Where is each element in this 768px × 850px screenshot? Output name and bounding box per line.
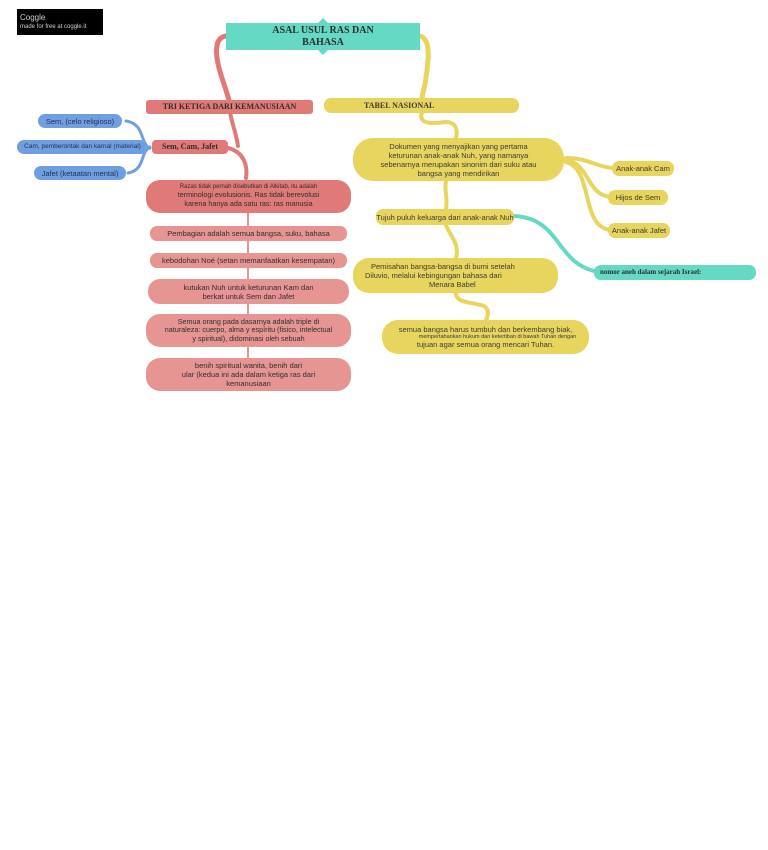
link-doc-jafet bbox=[564, 160, 612, 232]
right-node-odd-number[interactable]: nomor aneh dalam sejarah Israel: bbox=[594, 265, 756, 280]
badge-brand: Coggle bbox=[20, 13, 46, 22]
doc-line-1: Dokumen yang menyajikan yang pertama bbox=[389, 141, 528, 151]
left-node-curse[interactable]: kutukan Nuh untuk keturunan Kam dan berk… bbox=[148, 279, 349, 304]
link-sep-grow bbox=[454, 291, 490, 322]
odd-number-text: nomor aneh dalam sejarah Israel: bbox=[600, 268, 702, 277]
right-title-node[interactable]: TABEL NASIONAL bbox=[324, 98, 519, 113]
root-arrow-bottom bbox=[318, 50, 328, 55]
doc-line-4: bangsa yang mendirikan bbox=[417, 168, 500, 178]
root-line-2: BAHASA bbox=[302, 36, 344, 48]
races-line-2: terminologi evolusionis. Ras tidak berev… bbox=[177, 190, 320, 200]
coggle-badge[interactable]: Coggle made for free at coggle.it bbox=[17, 9, 103, 35]
right-child-jafet[interactable]: Anak-anak Jafet bbox=[608, 223, 670, 238]
right-title-text: TABEL NASIONAL bbox=[364, 100, 435, 110]
left-title-node[interactable]: TRI KETIGA DARI KEMANUSIAAN bbox=[146, 100, 313, 114]
division-text: Pembagian adalah semua bangsa, suku, bah… bbox=[167, 229, 330, 238]
seventy-text: Tujuh puluh keluarga dari anak-anak Nuh bbox=[376, 212, 514, 222]
sep-line-1: Pemisahan bangsa-bangsa di bumi setelah bbox=[371, 262, 515, 271]
triple-line-2: naturaleza: cuerpo, alma y espíritu (fis… bbox=[164, 325, 333, 335]
link-left-sub bbox=[228, 110, 240, 148]
child-jafet-text: Anak-anak Jafet bbox=[611, 226, 667, 235]
root-arrow-top bbox=[318, 18, 328, 23]
link-sub-n1 bbox=[226, 146, 249, 180]
seed-line-2: ular (kedua ini ada dalam ketiga ras dar… bbox=[181, 370, 316, 379]
blue-item-sem[interactable]: Sem, (celo religioso) bbox=[38, 114, 122, 128]
curse-line-1: kutukan Nuh untuk keturunan Kam dan bbox=[183, 282, 314, 292]
doc-line-2: keturunan anak-anak Nuh, yang namanya bbox=[388, 150, 529, 160]
blue-item-jafet-text: Jafet (ketaatan mental) bbox=[41, 168, 119, 178]
curse-line-2: berkat untuk Sem dan Jafet bbox=[202, 291, 295, 301]
left-node-triple[interactable]: Semua orang pada dasarnya adalah triple … bbox=[146, 314, 351, 347]
right-node-separation[interactable]: Pemisahan bangsa-bangsa di bumi setelah … bbox=[353, 258, 558, 293]
doc-line-3: sebenarnya merupakan sinonim dari suku a… bbox=[380, 159, 537, 169]
link-root-right bbox=[417, 33, 431, 107]
blue-item-jafet[interactable]: Jafet (ketaatan mental) bbox=[34, 166, 126, 180]
left-node-division[interactable]: Pembagian adalah semua bangsa, suku, bah… bbox=[150, 226, 347, 241]
triple-line-3: y spiritual), didominasi oleh sebuah bbox=[192, 333, 305, 343]
child-cam-text: Anak-anak Cam bbox=[616, 164, 670, 173]
seed-line-1: benih spiritual wanita, benih dari bbox=[194, 361, 303, 370]
races-line-1: Razas tidak pernah disebutkan di Alkitab… bbox=[179, 184, 318, 191]
left-sub-text: Sem, Cam, Jafet bbox=[162, 142, 218, 152]
sep-line-2: Diluvio, melalui kebingungan bahasa dari bbox=[365, 271, 502, 280]
root-node[interactable]: ASAL USUL RAS DAN BAHASA bbox=[226, 23, 420, 50]
root-line-1: ASAL USUL RAS DAN bbox=[272, 24, 374, 36]
left-sub-node[interactable]: Sem, Cam, Jafet bbox=[152, 140, 228, 154]
link-seventy-teal bbox=[512, 214, 596, 273]
link-right-doc bbox=[419, 110, 459, 140]
blue-item-cam-text: Cam, pemberontak dan karnal (material) bbox=[24, 143, 141, 151]
link-seventy-sep bbox=[444, 223, 459, 260]
blue-item-cam[interactable]: Cam, pemberontak dan karnal (material) bbox=[17, 140, 148, 154]
right-child-sem[interactable]: Hijos de Sem bbox=[608, 190, 668, 205]
right-node-document[interactable]: Dokumen yang menyajikan yang pertama ket… bbox=[353, 138, 564, 181]
blue-item-sem-text: Sem, (celo religioso) bbox=[45, 116, 115, 126]
link-doc-cam bbox=[564, 156, 614, 170]
races-line-3: karena hanya ada satu ras: ras manusia bbox=[184, 199, 313, 209]
seed-line-3: kemanusiaan bbox=[226, 379, 271, 388]
left-node-races[interactable]: Razas tidak pernah disebutkan di Alkitab… bbox=[146, 180, 351, 213]
left-node-foolishness[interactable]: kebodohan Noé (setan memanfaatkan kesemp… bbox=[150, 253, 347, 268]
grow-line-1: semua bangsa harus tumbuh dan berkembang… bbox=[398, 324, 573, 334]
sep-line-3: Menara Babel bbox=[429, 280, 476, 289]
badge-tagline: made for free at coggle.it bbox=[20, 24, 87, 30]
right-node-seventy[interactable]: Tujuh puluh keluarga dari anak-anak Nuh bbox=[376, 209, 514, 225]
foolishness-text: kebodohan Noé (setan memanfaatkan kesemp… bbox=[161, 256, 336, 265]
link-doc-sem bbox=[564, 158, 612, 199]
triple-line-1: Semua orang pada dasarnya adalah triple … bbox=[177, 316, 320, 326]
link-doc-seventy bbox=[443, 179, 449, 211]
left-node-seed[interactable]: benih spiritual wanita, benih dari ular … bbox=[146, 358, 351, 391]
link-root-left bbox=[214, 33, 233, 107]
link-blue-jafet bbox=[126, 146, 152, 175]
grow-line-2: mempertahankan hukum dan ketertiban di b… bbox=[418, 333, 577, 340]
grow-line-3: tujuan agar semua orang mencari Tuhan. bbox=[416, 340, 555, 350]
child-sem-text: Hijos de Sem bbox=[615, 193, 661, 202]
left-title-text: TRI KETIGA DARI KEMANUSIAAN bbox=[162, 102, 297, 112]
right-node-grow[interactable]: semua bangsa harus tumbuh dan berkembang… bbox=[382, 320, 589, 354]
right-child-cam[interactable]: Anak-anak Cam bbox=[612, 161, 674, 176]
